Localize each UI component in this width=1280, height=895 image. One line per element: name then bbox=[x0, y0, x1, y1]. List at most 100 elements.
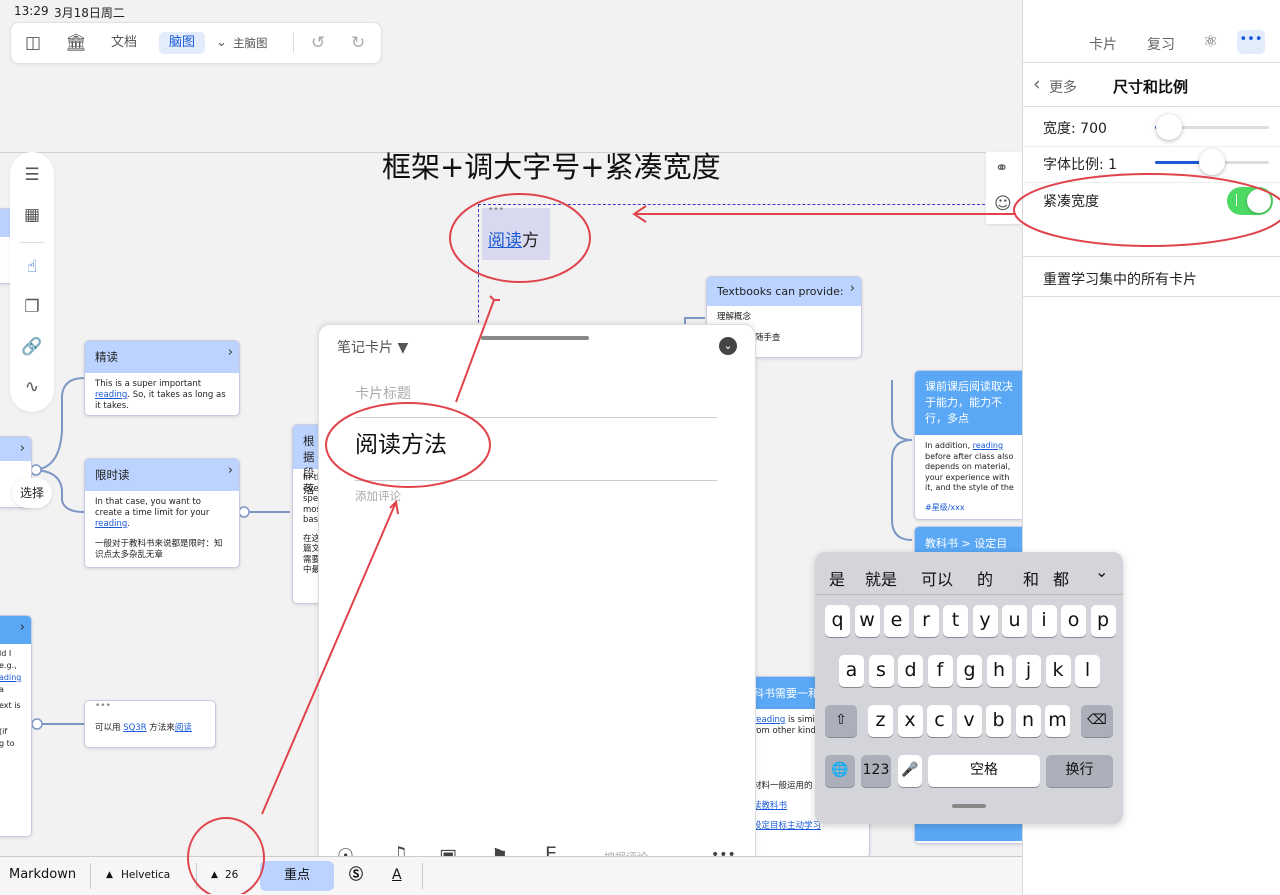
space-key[interactable]: 空格 bbox=[928, 755, 1040, 787]
undo-icon[interactable]: ↺ bbox=[311, 33, 326, 53]
key-b[interactable]: b bbox=[986, 705, 1011, 737]
candidate-word[interactable]: 是 bbox=[829, 570, 846, 589]
copy-icon[interactable]: ❐ bbox=[24, 297, 40, 317]
candidate-word[interactable]: 和 bbox=[1023, 570, 1040, 589]
card-link[interactable]: SQ3R bbox=[123, 723, 147, 733]
chevron-left-icon[interactable]: ‹ bbox=[1033, 73, 1041, 95]
whistle-icon[interactable]: ⚭ bbox=[995, 158, 1009, 177]
key-j[interactable]: j bbox=[1016, 655, 1041, 687]
chevron-right-icon[interactable]: › bbox=[227, 345, 233, 360]
card-title-input[interactable]: 卡片标题 bbox=[355, 386, 411, 402]
map-title[interactable]: 框架+调大字号+紧凑宽度 bbox=[382, 150, 721, 184]
tag-link[interactable]: #星级/xxx bbox=[925, 502, 965, 512]
selected-node[interactable]: ••• 阅读方 bbox=[482, 205, 550, 260]
number-key[interactable]: 123 bbox=[861, 755, 891, 787]
key-l[interactable]: l bbox=[1075, 655, 1100, 687]
candidate-word[interactable]: 的 bbox=[977, 570, 994, 589]
card-jingdu[interactable]: 精读› This is a super important reading. S… bbox=[84, 340, 240, 416]
key-g[interactable]: g bbox=[957, 655, 982, 687]
key-r[interactable]: r bbox=[913, 605, 939, 637]
card-link[interactable]: 阅读 bbox=[174, 723, 192, 733]
key-z[interactable]: z bbox=[868, 705, 893, 737]
candidate-word[interactable]: 都 bbox=[1053, 570, 1070, 589]
sheet-grabber[interactable] bbox=[481, 336, 589, 340]
key-e[interactable]: e bbox=[884, 605, 909, 637]
select-button[interactable]: 选择 bbox=[12, 478, 52, 508]
card-link[interactable]: 读教科书 bbox=[753, 801, 788, 811]
card-sq3r[interactable]: ••• 可以用 SQ3R 方法来阅读 bbox=[84, 700, 216, 748]
font-selector[interactable]: Helvetica bbox=[121, 869, 171, 881]
more-menu-icon[interactable]: ••• bbox=[1237, 30, 1265, 54]
world-help-icon[interactable]: ⚛ bbox=[1203, 32, 1219, 52]
chevron-right-icon[interactable]: › bbox=[227, 463, 233, 478]
key-s[interactable]: s bbox=[868, 655, 894, 687]
list-icon[interactable]: ☰ bbox=[24, 165, 40, 185]
key-h[interactable]: h bbox=[986, 655, 1012, 687]
font-scale-slider-thumb[interactable] bbox=[1199, 149, 1225, 175]
pointer-icon[interactable]: ☝ bbox=[26, 257, 38, 277]
chevron-right-icon[interactable]: › bbox=[19, 441, 25, 456]
card-handle-icon[interactable]: ••• bbox=[95, 701, 111, 711]
return-key[interactable]: 换行 bbox=[1046, 755, 1113, 787]
card-link[interactable]: reading bbox=[972, 441, 1004, 450]
doc-tab[interactable]: 文档 bbox=[111, 35, 138, 50]
key-v[interactable]: v bbox=[956, 705, 982, 737]
shift-key[interactable]: ⇧ bbox=[825, 705, 857, 737]
back-button[interactable]: 更多 bbox=[1049, 80, 1077, 96]
key-c[interactable]: c bbox=[927, 705, 952, 737]
card-right-1[interactable]: 课前课后阅读取决于能力，能力不行，多点 In addition, reading… bbox=[914, 370, 1028, 520]
card-main-text[interactable]: 阅读方法 bbox=[355, 432, 447, 458]
font-scale-slider[interactable] bbox=[1155, 149, 1269, 175]
text-color-icon[interactable]: A bbox=[392, 867, 402, 883]
key-p[interactable]: p bbox=[1090, 605, 1116, 637]
tab-cards[interactable]: 卡片 bbox=[1089, 37, 1117, 53]
key-k[interactable]: k bbox=[1045, 655, 1071, 687]
keyboard-grabber[interactable] bbox=[952, 804, 986, 808]
mindmap-tab[interactable]: 脑图 bbox=[159, 32, 206, 54]
sidebar-toggle-icon[interactable]: ◫ bbox=[25, 33, 42, 53]
card-type-selector[interactable]: 笔记卡片 ▼ bbox=[337, 340, 409, 356]
card-link[interactable]: reading bbox=[95, 390, 128, 400]
chevron-down-icon[interactable]: ⌄ bbox=[216, 35, 227, 50]
key-y[interactable]: y bbox=[972, 605, 998, 637]
tab-review[interactable]: 复习 bbox=[1147, 37, 1175, 53]
emoji-icon[interactable]: ☺ bbox=[994, 194, 1012, 214]
card-link[interactable]: reading bbox=[95, 519, 128, 529]
font-size-selector[interactable]: 26 bbox=[225, 869, 239, 881]
collapse-icon[interactable]: ⌄ bbox=[719, 337, 737, 355]
key-u[interactable]: u bbox=[1002, 605, 1027, 637]
partial-card-bottom-left[interactable]: › ld I e.g., ading a ext is (if g to bbox=[0, 615, 32, 837]
chevron-right-icon[interactable]: › bbox=[849, 281, 855, 296]
markdown-button[interactable]: Markdown bbox=[9, 867, 77, 882]
link-icon[interactable]: 🔗 bbox=[21, 337, 43, 357]
card-link[interactable]: 设定目标主动学习 bbox=[753, 821, 822, 831]
draw-icon[interactable]: ∿ bbox=[24, 377, 40, 397]
key-o[interactable]: o bbox=[1061, 605, 1086, 637]
key-w[interactable]: w bbox=[854, 605, 880, 637]
candidate-word[interactable]: 可以 bbox=[921, 570, 954, 589]
card-xianshidu[interactable]: 限时读› In that case, you want to create a … bbox=[84, 458, 240, 568]
width-slider-thumb[interactable] bbox=[1155, 114, 1182, 140]
triangle-up-icon[interactable]: ▲ bbox=[211, 870, 218, 880]
width-slider[interactable] bbox=[1155, 114, 1269, 140]
text-style-icon[interactable]: Ⓢ bbox=[349, 867, 363, 883]
dictation-key[interactable]: 🎤 bbox=[898, 755, 922, 787]
triangle-up-icon[interactable]: ▲ bbox=[106, 870, 113, 880]
key-m[interactable]: m bbox=[1045, 705, 1070, 737]
redo-icon[interactable]: ↻ bbox=[351, 33, 366, 53]
backspace-key[interactable]: ⌫ bbox=[1081, 705, 1113, 737]
node-handle-icon[interactable]: ••• bbox=[488, 205, 504, 215]
key-d[interactable]: d bbox=[898, 655, 923, 687]
key-n[interactable]: n bbox=[1015, 705, 1041, 737]
key-i[interactable]: i bbox=[1031, 605, 1057, 637]
candidates-expand-icon[interactable]: ⌄ bbox=[1095, 562, 1109, 581]
globe-key[interactable]: 🌐 bbox=[825, 755, 855, 787]
emphasis-button[interactable]: 重点 bbox=[260, 861, 334, 891]
library-icon[interactable]: 🏛 bbox=[65, 33, 87, 53]
comment-input[interactable]: 添加评论 bbox=[355, 489, 401, 503]
key-t[interactable]: t bbox=[943, 605, 968, 637]
key-f[interactable]: f bbox=[927, 655, 953, 687]
chevron-right-icon[interactable]: › bbox=[19, 620, 25, 635]
key-a[interactable]: a bbox=[839, 655, 864, 687]
candidate-word[interactable]: 就是 bbox=[865, 570, 898, 589]
